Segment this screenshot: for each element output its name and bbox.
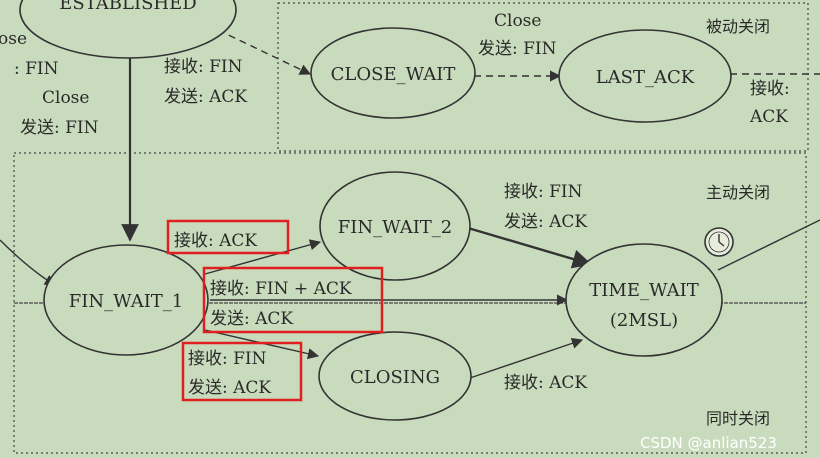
label-close-wait: CLOSE_WAIT xyxy=(331,64,456,85)
edge-established-to-close-wait xyxy=(217,29,312,75)
passive-close-region xyxy=(277,2,809,152)
edge-label-la-out-1: 接收: xyxy=(750,79,790,99)
state-time-wait xyxy=(565,243,723,357)
edge-label-fw1-fw2: 接收: ACK xyxy=(174,231,257,251)
label-established: ESTABLISHED xyxy=(59,0,196,14)
state-closing xyxy=(318,331,472,421)
edge-closing-to-time-wait xyxy=(469,337,584,379)
label-time-wait: TIME_WAIT xyxy=(589,280,698,301)
edge-label-cw-la-1: Close xyxy=(494,11,541,31)
region-label-passive-close: 被动关闭 xyxy=(706,17,770,36)
region-label-simultaneous-close: 同时关闭 xyxy=(706,409,770,428)
edge-label-fw2-tw-1: 接收: FIN xyxy=(504,182,583,202)
highlight-fin-wait-1-to-time-wait xyxy=(202,266,384,334)
active-close-region xyxy=(13,152,807,304)
edge-label-left-partial-1: ose xyxy=(0,29,27,49)
edge-time-wait-out xyxy=(717,219,820,271)
clock-icon xyxy=(704,227,734,257)
label-last-ack: LAST_ACK xyxy=(596,67,695,88)
state-fin-wait-1 xyxy=(43,244,209,356)
watermark: CSDN @anlian523 xyxy=(640,434,777,452)
edge-label-fw1-tw-2: 发送: ACK xyxy=(210,309,293,329)
simultaneous-close-region xyxy=(13,302,807,454)
edge-left-in xyxy=(0,239,56,286)
edge-label-fw1-closing-2: 发送: ACK xyxy=(188,378,271,398)
state-established xyxy=(19,0,237,59)
state-last-ack xyxy=(558,29,732,123)
state-fin-wait-2 xyxy=(319,171,471,281)
edge-fin-wait-2-to-time-wait xyxy=(467,226,592,269)
edge-label-cw-la-2: 发送: FIN xyxy=(478,39,557,59)
edge-label-fw2-tw-2: 发送: ACK xyxy=(504,212,587,232)
label-closing: CLOSING xyxy=(350,367,440,388)
edge-label-closing-tw: 接收: ACK xyxy=(504,373,587,393)
highlight-fin-wait-1-to-closing xyxy=(181,341,303,402)
label-fin-wait-2: FIN_WAIT_2 xyxy=(338,217,453,238)
edge-label-left-partial-2: : FIN xyxy=(14,59,59,79)
edge-label-est-fw1-1: Close xyxy=(42,88,89,108)
edge-label-la-out-2: ACK xyxy=(749,107,788,127)
state-close-wait xyxy=(310,27,476,119)
region-label-active-close: 主动关闭 xyxy=(706,183,770,202)
label-time-wait-duration: (2MSL) xyxy=(610,310,678,331)
edge-label-est-cw-2: 发送: ACK xyxy=(164,87,247,107)
edge-label-fw1-closing-1: 接收: FIN xyxy=(188,349,267,369)
edge-label-est-fw1-2: 发送: FIN xyxy=(20,118,99,138)
edge-label-est-cw-1: 接收: FIN xyxy=(164,57,243,77)
label-fin-wait-1: FIN_WAIT_1 xyxy=(69,291,184,312)
edge-label-fw1-tw-1: 接收: FIN + ACK xyxy=(210,279,352,299)
highlight-fin-wait-1-to-fin-wait-2 xyxy=(166,219,290,255)
